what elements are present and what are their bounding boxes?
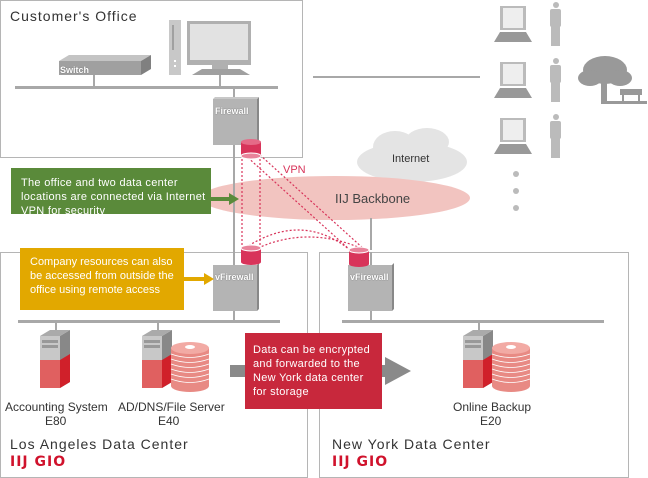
la-server2-link: [157, 322, 159, 332]
la-vfirewall-box: [213, 263, 259, 311]
arrow-right-icon: [184, 273, 214, 285]
arrow-right-icon: [211, 193, 239, 205]
la-lan-line: [18, 320, 280, 323]
la-iij-gio-logo: IIJ GIO: [10, 454, 67, 470]
ad-dns-file-server-icon: [142, 330, 210, 392]
ny-iij-gio-logo: IIJ GIO: [332, 454, 389, 470]
ny-datacenter-title: New York Data Center: [332, 436, 491, 452]
la-vfirewall-label: vFirewall: [215, 272, 254, 282]
more-dots-icon: [513, 171, 519, 211]
internet-label: Internet: [392, 153, 430, 165]
accounting-server-model: E80: [45, 414, 67, 428]
firewall-label: Firewall: [215, 106, 249, 116]
customer-office-title: Customer's Office: [10, 8, 138, 24]
ny-vfirewall-label: vFirewall: [350, 272, 389, 282]
vpn-endpoint-ny-top: [348, 246, 370, 267]
accounting-server-icon: [40, 330, 70, 388]
ad-dns-file-server-model: E40: [158, 414, 180, 428]
office-la-link: [233, 145, 235, 320]
iij-backbone: [200, 176, 470, 220]
online-backup-name: Online Backup: [453, 400, 532, 414]
disk-stack-icon: [491, 342, 531, 392]
storage-callout: Data can be encrypted and forwarded to t…: [245, 333, 382, 409]
laptop-icon: [494, 6, 532, 42]
switch-icon: [59, 55, 151, 75]
vpn-label: VPN: [283, 164, 306, 176]
vpn-endpoint-office: [240, 139, 262, 160]
switch-label: Switch: [60, 65, 90, 75]
disk-stack-icon: [170, 342, 210, 392]
la-datacenter-title: Los Angeles Data Center: [10, 436, 189, 452]
desktop-computer-icon: [169, 20, 251, 75]
ad-dns-file-server-name: AD/DNS/File Server: [118, 400, 225, 414]
online-backup-server-icon: [463, 330, 531, 392]
laptop-icon: [494, 62, 532, 98]
person-icon: [550, 114, 561, 158]
la-server1-link: [55, 322, 57, 332]
switch-link: [93, 75, 95, 87]
remote-access-callout: Company resources can also be accessed f…: [20, 248, 184, 310]
tree-bench-icon: [578, 56, 647, 104]
backbone-ny-link: [370, 218, 372, 250]
remote-users-illustration: [494, 2, 647, 158]
laptop-icon: [494, 118, 532, 154]
ny-server-link: [478, 322, 480, 332]
ny-vfirewall-box: [348, 263, 394, 311]
person-icon: [550, 58, 561, 102]
accounting-server-name: Accounting System: [5, 400, 108, 414]
person-icon: [550, 2, 561, 46]
office-lan-line: [15, 86, 278, 89]
firewall-box: [213, 97, 259, 145]
firewall-link: [233, 88, 235, 100]
ny-lan-line: [342, 320, 604, 323]
internet-cloud-icon: [357, 128, 467, 182]
online-backup-model: E20: [480, 414, 502, 428]
backbone-label: IIJ Backbone: [335, 191, 411, 206]
remote-access-line: [313, 76, 480, 78]
pc-link: [219, 75, 221, 87]
vpn-callout: The office and two data center locations…: [11, 168, 211, 217]
vpn-endpoint-la-top: [240, 244, 262, 265]
